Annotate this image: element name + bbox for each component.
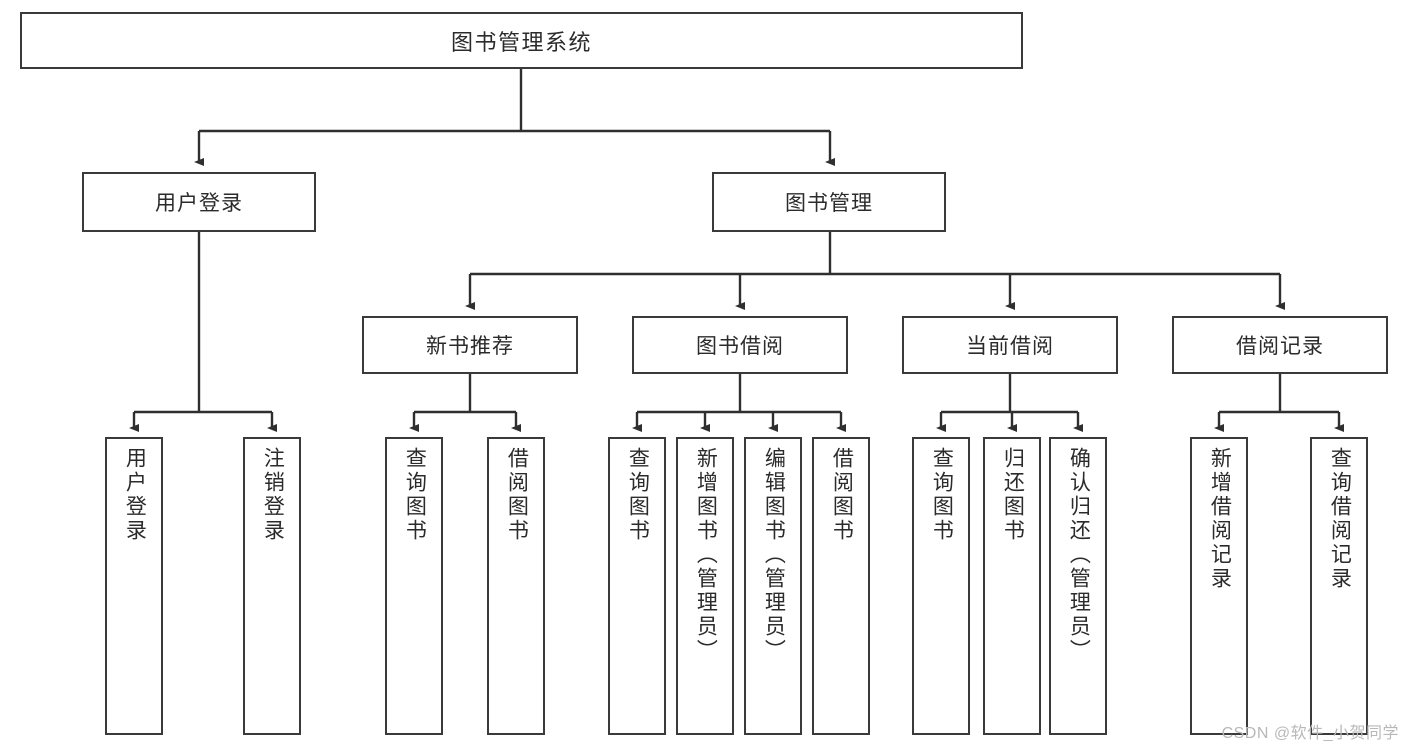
- node-leaf[interactable]: 查询图书: [912, 437, 970, 735]
- node-root-system[interactable]: 图书管理系统: [20, 12, 1023, 69]
- node-leaf-label: 新增图书（管理员）: [694, 447, 718, 663]
- node-new-book-recommendation[interactable]: 新书推荐: [362, 316, 578, 374]
- node-leaf[interactable]: 归还图书: [983, 437, 1041, 735]
- node-leaf-label: 查询图书: [403, 447, 427, 543]
- node-book-borrowing[interactable]: 图书借阅: [632, 316, 848, 374]
- node-leaf-label: 借阅图书: [830, 447, 854, 543]
- node-leaf-label: 新增借阅记录: [1208, 447, 1232, 591]
- csdn-watermark: CSDN @软件_小贺同学: [1221, 725, 1399, 742]
- node-leaf-label: 查询图书: [626, 447, 650, 543]
- node-user-login-module[interactable]: 用户登录: [82, 172, 316, 232]
- node-leaf[interactable]: 用户登录: [105, 437, 163, 735]
- node-leaf[interactable]: 查询借阅记录: [1310, 437, 1368, 735]
- node-leaf-label: 查询借阅记录: [1328, 447, 1352, 591]
- node-leaf-label: 编辑图书（管理员）: [762, 447, 786, 663]
- node-leaf[interactable]: 注销登录: [243, 437, 301, 735]
- node-leaf[interactable]: 新增图书（管理员）: [676, 437, 734, 735]
- node-leaf-label: 归还图书: [1001, 447, 1025, 543]
- node-leaf-label: 查询图书: [930, 447, 954, 543]
- node-leaf[interactable]: 编辑图书（管理员）: [744, 437, 802, 735]
- node-leaf[interactable]: 借阅图书: [812, 437, 870, 735]
- node-leaf[interactable]: 借阅图书: [487, 437, 545, 735]
- node-leaf-label: 注销登录: [261, 447, 285, 543]
- node-leaf[interactable]: 确认归还（管理员）: [1049, 437, 1107, 735]
- node-leaf-label: 确认归还（管理员）: [1067, 447, 1091, 663]
- node-leaf-label: 用户登录: [123, 447, 147, 543]
- node-leaf[interactable]: 查询图书: [608, 437, 666, 735]
- node-current-borrowing[interactable]: 当前借阅: [902, 316, 1118, 374]
- node-book-management-module[interactable]: 图书管理: [712, 172, 946, 232]
- node-leaf-label: 借阅图书: [505, 447, 529, 543]
- node-borrowing-records[interactable]: 借阅记录: [1172, 316, 1388, 374]
- node-leaf[interactable]: 新增借阅记录: [1190, 437, 1248, 735]
- node-leaf[interactable]: 查询图书: [385, 437, 443, 735]
